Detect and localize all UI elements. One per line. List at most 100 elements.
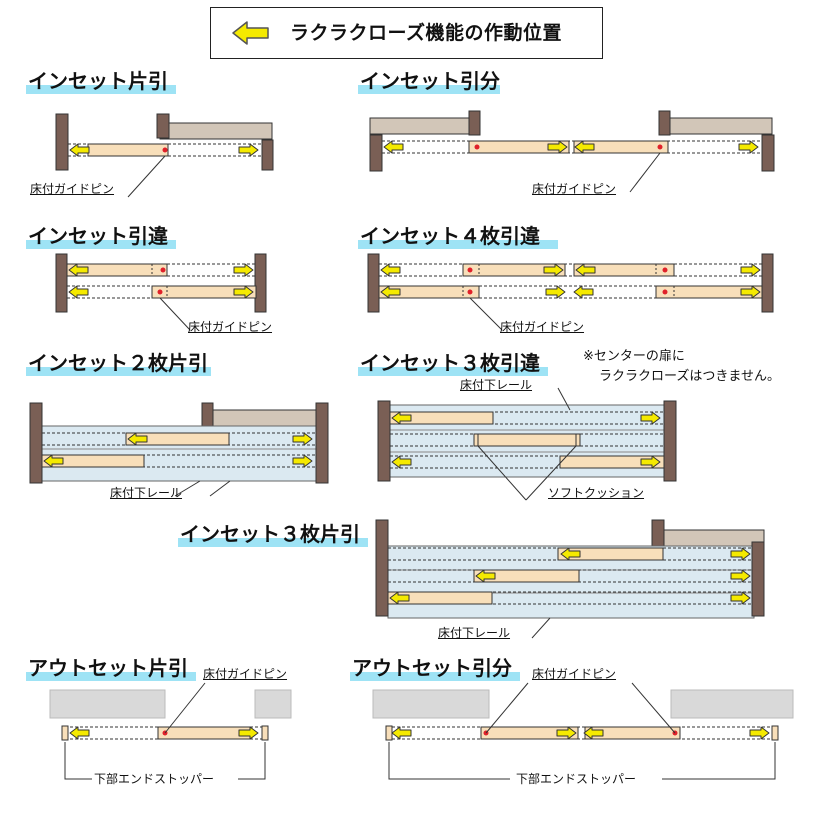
door-panel <box>473 433 581 447</box>
stopper-leader <box>388 742 510 780</box>
door-jamb <box>55 113 69 171</box>
door-panel <box>559 455 665 469</box>
closing-arrow-icon <box>391 455 412 469</box>
closing-arrow-icon <box>69 726 90 740</box>
closing-arrow-icon <box>292 454 313 468</box>
closing-arrow-icon <box>573 285 594 299</box>
leader-line <box>174 480 201 497</box>
door-jamb <box>367 253 380 313</box>
leader-line <box>127 155 166 198</box>
closing-arrow-icon <box>543 263 564 277</box>
door-panel <box>473 569 580 583</box>
door-panel <box>462 263 566 277</box>
closing-arrow-icon <box>730 547 751 561</box>
leader-line <box>469 297 503 331</box>
floor-pin-dot <box>662 267 668 273</box>
leader-line <box>525 445 577 501</box>
floor-pin-dot <box>657 144 663 150</box>
closing-arrow-icon <box>68 285 89 299</box>
closing-arrow-icon <box>740 263 761 277</box>
heading-inset-2-single: インセット２枚片引 <box>28 351 208 375</box>
outer-wall <box>254 689 292 719</box>
legend-text: ラクラクローズ機能の作動位置 <box>290 22 563 44</box>
floor-pin-label: 床付ガイドピン <box>532 182 617 196</box>
closing-arrow-icon <box>238 143 259 157</box>
door-panel <box>655 285 763 299</box>
closing-arrow-icon <box>749 726 770 740</box>
door-jamb <box>55 253 68 313</box>
closing-arrow-icon <box>547 140 568 154</box>
closing-arrow-icon <box>233 263 254 277</box>
leader-line <box>159 297 191 331</box>
heading-inset-split: インセット引分 <box>360 69 500 93</box>
door-panel <box>125 432 230 446</box>
floor-pin-dot <box>467 267 473 273</box>
closing-arrow-icon <box>730 569 751 583</box>
closing-arrow-icon <box>640 455 661 469</box>
door-panel <box>151 285 257 299</box>
end-stopper <box>771 725 779 741</box>
wall-pocket <box>210 409 318 427</box>
closing-arrow-icon <box>69 143 90 157</box>
note-line-2: ラクラクローズはつきません。 <box>599 369 780 384</box>
closing-arrow-icon <box>238 726 259 740</box>
stopper-label: 下部エンドストッパー <box>94 772 215 786</box>
door-panel <box>387 591 493 605</box>
floor-pin-label: 床付ガイドピン <box>188 320 273 334</box>
closing-arrow-icon <box>391 411 412 425</box>
door-panel <box>573 263 675 277</box>
door-jamb <box>761 134 775 172</box>
floor-pin-dot <box>474 144 480 150</box>
floor-pin-dot <box>160 267 166 273</box>
outer-wall <box>49 689 166 719</box>
door-jamb <box>261 139 274 171</box>
closing-arrow-icon <box>380 263 401 277</box>
wall-pocket <box>667 117 773 135</box>
closing-arrow-icon <box>740 285 761 299</box>
door-panel <box>573 140 669 154</box>
door-jamb <box>201 402 214 428</box>
heading-highlight <box>26 240 176 249</box>
heading-inset-3-single: インセット３枚片引 <box>180 522 360 546</box>
closing-arrow-icon <box>583 726 604 740</box>
heading-highlight <box>26 85 176 94</box>
closing-arrow-icon <box>233 285 254 299</box>
wall-pocket <box>369 117 475 135</box>
leader-line <box>629 152 661 193</box>
closing-arrow-icon <box>475 569 496 583</box>
legend-box: ラクラクローズ機能の作動位置 <box>210 7 603 59</box>
door-panel <box>480 726 579 740</box>
closing-arrow-icon <box>556 726 577 740</box>
door-jamb <box>29 402 43 484</box>
heading-highlight <box>358 85 500 94</box>
closing-arrow-icon <box>575 263 596 277</box>
stopper-leader <box>64 742 92 780</box>
closing-arrow-icon <box>560 547 581 561</box>
floor-pin-dot <box>162 147 168 153</box>
door-jamb <box>315 402 329 484</box>
floor-rail-label: 床付下レール <box>110 486 183 500</box>
leader-line <box>477 445 527 501</box>
leader-line <box>531 617 551 639</box>
floor-pin-dot <box>467 289 473 295</box>
floor-pin-label: 床付ガイドピン <box>532 667 617 681</box>
door-jamb <box>658 110 671 136</box>
door-jamb <box>663 400 677 482</box>
heading-highlight <box>350 672 520 681</box>
closing-arrow-icon <box>43 454 64 468</box>
door-panel <box>87 143 169 157</box>
floor-rail-label: 床付下レール <box>460 378 533 392</box>
door-panel <box>557 547 664 561</box>
door-jamb <box>651 519 665 547</box>
leader-line <box>557 387 571 411</box>
heading-inset-sliding: インセット引違 <box>28 224 168 248</box>
door-jamb <box>377 400 391 482</box>
door-panel <box>389 411 494 425</box>
door-panel <box>41 454 145 468</box>
door-jamb <box>375 519 389 617</box>
floor-rail-label: 床付下レール <box>438 626 511 640</box>
heading-inset-single: インセット片引 <box>28 69 168 93</box>
outer-wall <box>670 689 794 719</box>
stopper-leader <box>238 742 266 780</box>
